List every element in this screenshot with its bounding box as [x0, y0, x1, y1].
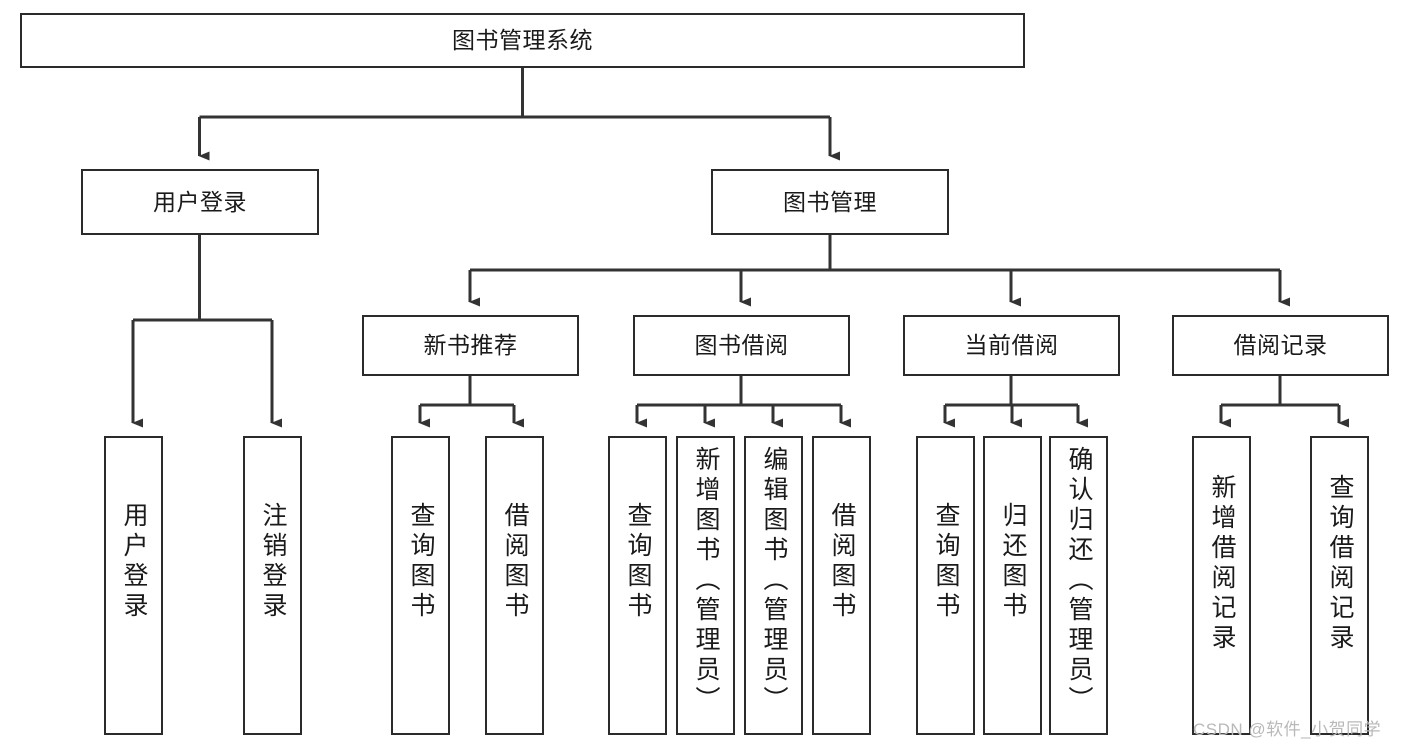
leaf-borrow-book-rec[interactable]: 借阅图书	[485, 436, 544, 735]
leaf-borrow-book-rec-label: 借阅图书	[501, 502, 529, 622]
node-user-login[interactable]: 用户登录	[81, 169, 319, 235]
leaf-confirm-return[interactable]: 确认归还（管理员）	[1049, 436, 1108, 735]
leaf-edit-book-label: 编辑图书（管理员）	[760, 446, 788, 716]
leaf-edit-book[interactable]: 编辑图书（管理员）	[744, 436, 803, 735]
node-new-book-recommend[interactable]: 新书推荐	[362, 315, 579, 376]
node-user-login-label: 用户登录	[153, 188, 247, 215]
leaf-add-record-label: 新增借阅记录	[1208, 474, 1236, 654]
leaf-return-book[interactable]: 归还图书	[983, 436, 1042, 735]
leaf-confirm-return-label: 确认归还（管理员）	[1065, 446, 1093, 716]
leaf-query-book-rec-label: 查询图书	[407, 502, 435, 622]
node-current-borrow[interactable]: 当前借阅	[903, 315, 1120, 376]
leaf-query-record[interactable]: 查询借阅记录	[1310, 436, 1369, 735]
leaf-add-record[interactable]: 新增借阅记录	[1192, 436, 1251, 735]
node-book-borrow-label: 图书借阅	[694, 332, 789, 359]
node-root-label: 图书管理系统	[452, 27, 593, 54]
leaf-query-record-label: 查询借阅记录	[1326, 474, 1354, 654]
node-book-borrow[interactable]: 图书借阅	[633, 315, 850, 376]
node-new-book-recommend-label: 新书推荐	[423, 332, 518, 359]
leaf-add-book[interactable]: 新增图书（管理员）	[676, 436, 735, 735]
node-book-manage-label: 图书管理	[783, 188, 877, 215]
node-current-borrow-label: 当前借阅	[964, 332, 1059, 359]
leaf-user-login-label: 用户登录	[120, 502, 148, 622]
leaf-borrow-book-label: 借阅图书	[828, 502, 856, 622]
leaf-add-book-label: 新增图书（管理员）	[692, 446, 720, 716]
node-book-manage[interactable]: 图书管理	[711, 169, 949, 235]
node-root[interactable]: 图书管理系统	[20, 13, 1025, 68]
node-borrow-record-label: 借阅记录	[1233, 332, 1328, 359]
leaf-query-book-cur[interactable]: 查询图书	[916, 436, 975, 735]
leaf-logout-label: 注销登录	[259, 502, 287, 622]
node-borrow-record[interactable]: 借阅记录	[1172, 315, 1389, 376]
leaf-logout[interactable]: 注销登录	[243, 436, 302, 735]
leaf-query-book-rec[interactable]: 查询图书	[391, 436, 450, 735]
leaf-query-book[interactable]: 查询图书	[608, 436, 667, 735]
leaf-return-book-label: 归还图书	[999, 502, 1027, 622]
leaf-user-login[interactable]: 用户登录	[104, 436, 163, 735]
leaf-borrow-book[interactable]: 借阅图书	[812, 436, 871, 735]
leaf-query-book-label: 查询图书	[624, 502, 652, 622]
leaf-query-book-cur-label: 查询图书	[932, 502, 960, 622]
csdn-watermark: CSDN @软件_小贺同学	[1193, 720, 1382, 739]
